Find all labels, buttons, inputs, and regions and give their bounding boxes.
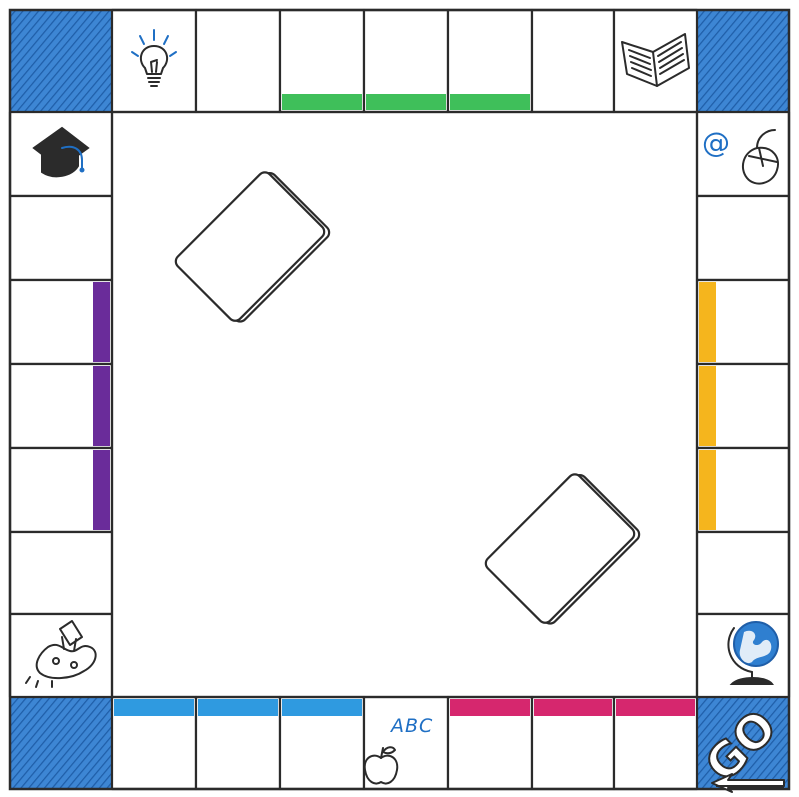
space-bottom-4[interactable] xyxy=(364,697,448,789)
color-bar-purple xyxy=(93,282,110,362)
corner-bottom-left xyxy=(10,697,112,789)
space-top-7[interactable] xyxy=(614,10,697,112)
space-right-6[interactable] xyxy=(697,532,789,614)
at-sign: @ xyxy=(702,126,730,159)
color-bar-green xyxy=(366,94,446,110)
color-bar-yellow xyxy=(699,366,716,446)
corner-top-right xyxy=(697,10,789,112)
left-column xyxy=(10,112,112,697)
space-top-6[interactable] xyxy=(532,10,614,112)
space-left-6[interactable] xyxy=(10,532,112,614)
bottom-row xyxy=(112,697,697,789)
space-right-2[interactable] xyxy=(697,196,789,280)
corner-top-left xyxy=(10,10,112,112)
space-top-2[interactable] xyxy=(196,10,280,112)
color-bar-green xyxy=(282,94,362,110)
color-bar-purple xyxy=(93,450,110,530)
space-left-2[interactable] xyxy=(10,196,112,280)
color-bar-purple xyxy=(93,366,110,446)
abc-label: ABC xyxy=(389,715,433,737)
color-bar-pink xyxy=(450,699,530,716)
color-bar-yellow xyxy=(699,450,716,530)
color-bar-pink xyxy=(616,699,695,716)
color-bar-blue xyxy=(198,699,278,716)
top-row xyxy=(112,10,697,112)
color-bar-green xyxy=(450,94,530,110)
color-bar-pink xyxy=(534,699,612,716)
space-left-7[interactable] xyxy=(10,614,112,697)
right-column xyxy=(697,112,789,697)
color-bar-blue xyxy=(114,699,194,716)
color-bar-blue xyxy=(282,699,362,716)
color-bar-yellow xyxy=(699,282,716,362)
